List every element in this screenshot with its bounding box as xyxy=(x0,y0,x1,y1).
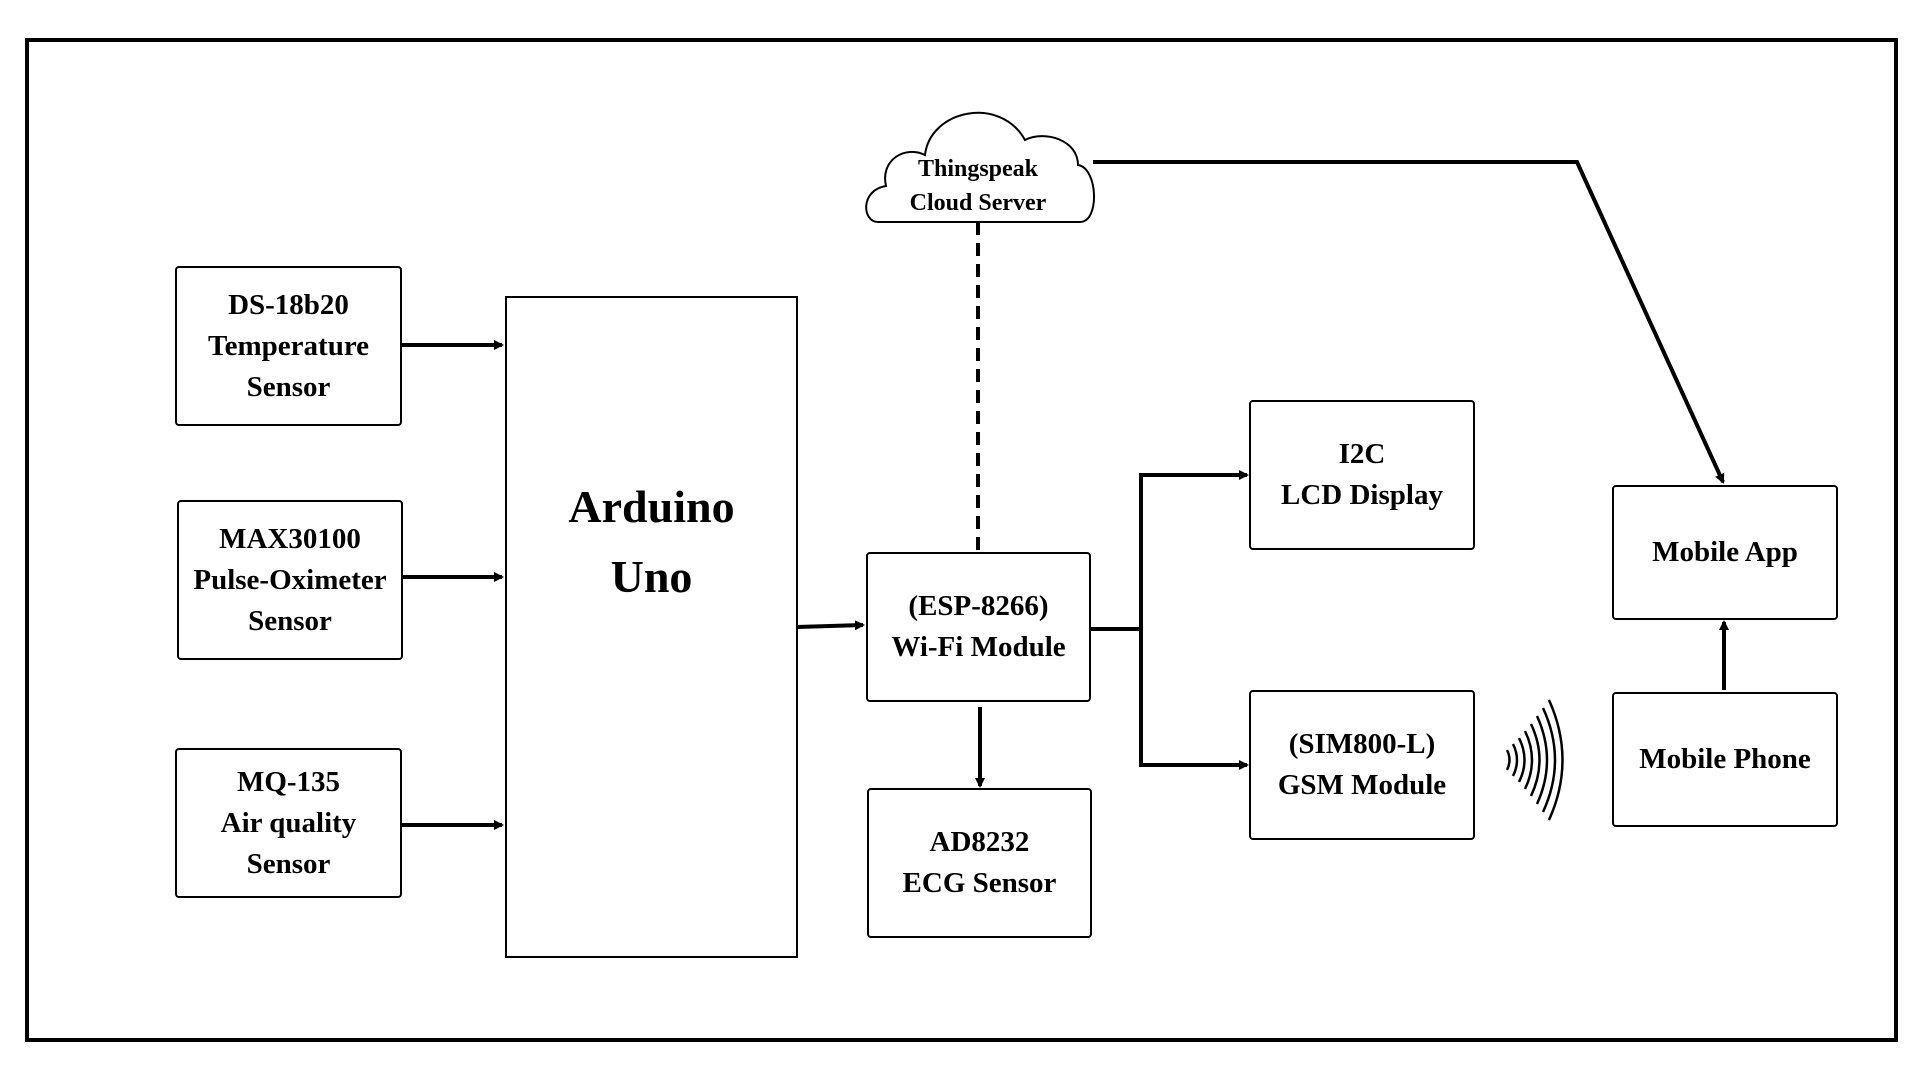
pulse-oximeter-label: Sensor xyxy=(248,604,332,637)
lcd-display-box: I2C LCD Display xyxy=(1249,400,1475,550)
lcd-display-label: LCD Display xyxy=(1281,479,1443,511)
diagram-frame xyxy=(25,38,1898,1042)
wifi-module-box: (ESP-8266) Wi-Fi Module xyxy=(866,552,1091,702)
arduino-title: Arduino xyxy=(568,481,735,532)
mobile-phone-label: Mobile Phone xyxy=(1639,743,1811,775)
gsm-module-label: GSM Module xyxy=(1277,769,1447,801)
gsm-module-model: (SIM800-L) xyxy=(1288,728,1436,760)
ecg-sensor-box: AD8232 ECG Sensor xyxy=(867,788,1092,938)
temperature-sensor-type: Temperature xyxy=(207,329,370,362)
ecg-sensor-label: ECG Sensor xyxy=(902,867,1057,899)
cloud-server-label: Thingspeak Cloud Server xyxy=(878,152,1078,220)
air-quality-model: MQ-135 xyxy=(236,765,341,798)
air-quality-type: Air quality xyxy=(220,806,357,839)
ecg-sensor-model: AD8232 xyxy=(929,826,1030,858)
arduino-uno-box: Arduino Uno xyxy=(505,296,798,958)
temperature-sensor-label: Sensor xyxy=(246,370,331,403)
wireless-signal-icon xyxy=(1505,699,1564,821)
arrow-arduino-to-wifi xyxy=(796,620,865,631)
mobile-app-label: Mobile App xyxy=(1652,536,1798,568)
arduino-model: Uno xyxy=(610,551,693,602)
pulse-oximeter-model: MAX30100 xyxy=(219,522,361,555)
arrow-wifi-to-gsm xyxy=(1139,629,1249,770)
pulse-oximeter-sensor-box: MAX30100 Pulse-Oximeter Sensor xyxy=(177,500,403,660)
wifi-module-model: (ESP-8266) xyxy=(908,590,1049,622)
air-quality-sensor-box: MQ-135 Air quality Sensor xyxy=(175,748,402,898)
temperature-sensor-box: DS-18b20 Temperature Sensor xyxy=(175,266,402,426)
temperature-sensor-model: DS-18b20 xyxy=(228,288,349,321)
wifi-module-label: Wi-Fi Module xyxy=(891,631,1066,663)
air-quality-label: Sensor xyxy=(246,847,331,880)
gsm-module-box: (SIM800-L) GSM Module xyxy=(1249,690,1475,840)
mobile-phone-box: Mobile Phone xyxy=(1612,692,1838,827)
mobile-app-box: Mobile App xyxy=(1612,485,1838,620)
arrow-cloud-to-mobile-app xyxy=(1093,160,1725,484)
pulse-oximeter-type: Pulse-Oximeter xyxy=(193,563,387,596)
lcd-display-interface: I2C xyxy=(1338,438,1386,470)
cloud-server-type: Cloud Server xyxy=(909,190,1047,216)
cloud-shape xyxy=(865,111,1095,223)
arrow-wifi-to-lcd xyxy=(1139,470,1249,629)
cloud-server-name: Thingspeak xyxy=(917,156,1039,182)
